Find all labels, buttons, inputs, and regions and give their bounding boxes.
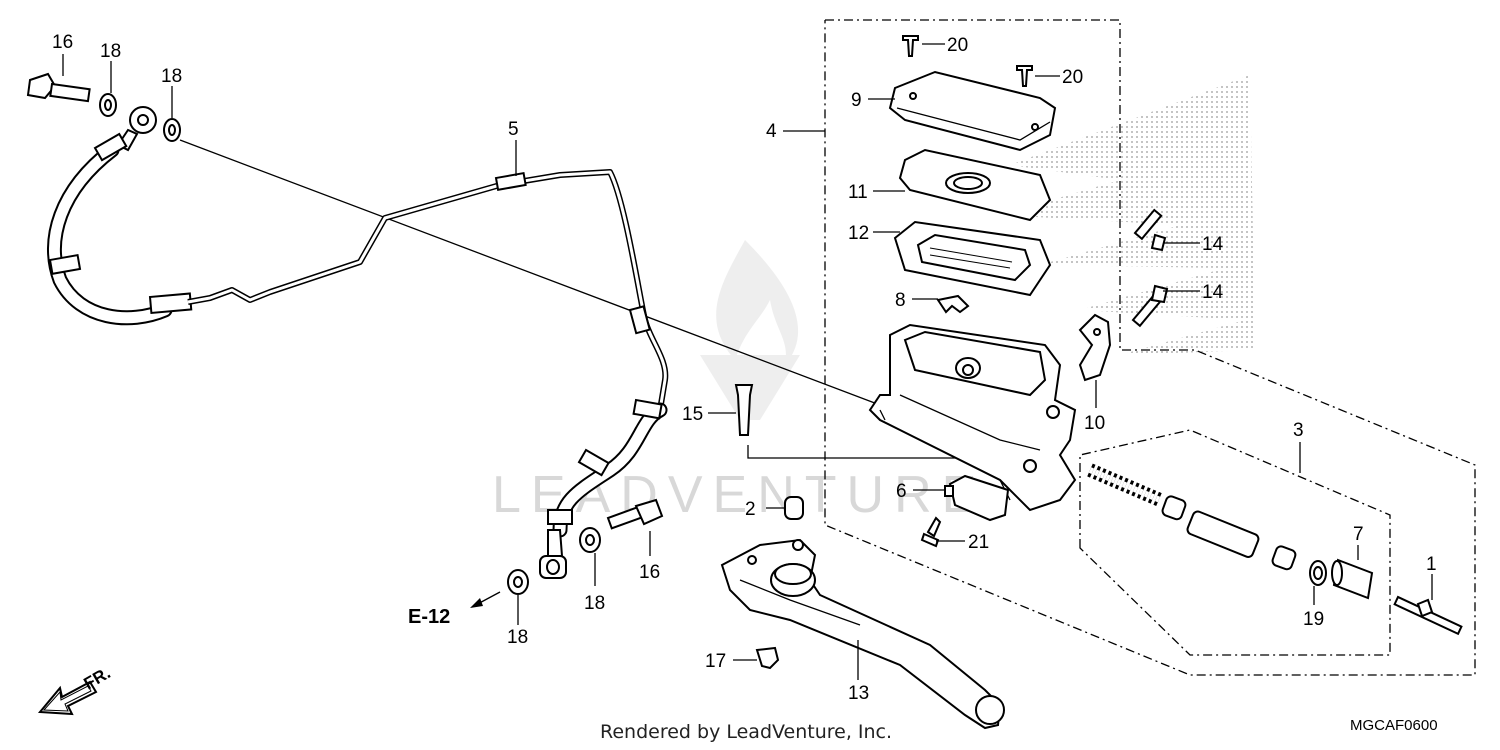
assembly-3-boundary — [1079, 429, 1391, 656]
push-rod-1 — [1393, 595, 1463, 636]
bolts-14 — [1131, 208, 1169, 328]
reservoir-cap-9 — [888, 70, 1057, 152]
lower-washers-bolt — [507, 498, 664, 595]
callout-4: 4 — [766, 121, 777, 142]
screw-21 — [920, 516, 942, 548]
callout-11: 11 — [848, 182, 868, 203]
callout-14: 14 — [1202, 234, 1224, 255]
callout-18: 18 — [161, 66, 182, 87]
master-cylinder-body — [868, 323, 1077, 512]
callout-15: 15 — [682, 404, 703, 425]
callout-1: 1 — [1426, 554, 1437, 575]
pivot-bolt-15 — [734, 384, 754, 436]
clutch-hose — [26, 72, 669, 579]
piston-kit-3 — [1087, 463, 1374, 600]
callout-16: 16 — [52, 32, 73, 53]
callout-5: 5 — [508, 119, 519, 140]
reference-e12: E-12 — [408, 591, 501, 628]
front-arrow-icon: FR. — [37, 663, 114, 716]
cap-screws-20 — [902, 35, 1033, 87]
clutch-lever-13 — [720, 538, 1005, 730]
clip-8 — [936, 294, 970, 314]
callout-17: 17 — [705, 651, 726, 672]
callout-18: 18 — [584, 593, 605, 614]
callout-numbers: 16 18 18 5 4 20 20 9 11 12 8 14 14 10 15… — [52, 32, 1437, 704]
reference-code-text: E-12 — [408, 606, 450, 628]
diaphragm-12 — [893, 220, 1052, 297]
callout-13: 13 — [848, 683, 869, 704]
leader-lines — [62, 43, 1433, 680]
callout-3: 3 — [1293, 420, 1304, 441]
reference-lines — [179, 139, 1045, 459]
callout-20: 20 — [947, 35, 968, 56]
holder-10 — [1078, 313, 1112, 382]
callout-7: 7 — [1353, 524, 1364, 545]
background-wing-emblem — [1000, 75, 1255, 355]
nut-17 — [755, 646, 780, 670]
callout-18: 18 — [100, 41, 121, 62]
callout-16: 16 — [639, 562, 660, 583]
callout-6: 6 — [896, 481, 907, 502]
callout-10: 10 — [1084, 413, 1105, 434]
callout-12: 12 — [848, 223, 869, 244]
callout-14: 14 — [1202, 282, 1224, 303]
switch-6 — [944, 474, 1010, 522]
callout-19: 19 — [1303, 609, 1324, 630]
diagram-id: MGCAF0600 — [1350, 717, 1438, 734]
assembly-4-boundary — [824, 19, 1476, 676]
callout-9: 9 — [851, 90, 862, 111]
boot-2 — [784, 496, 804, 520]
callout-8: 8 — [895, 290, 906, 311]
callout-20: 20 — [1062, 67, 1083, 88]
callout-21: 21 — [968, 532, 989, 553]
footer-credit: Rendered by LeadVenture, Inc. — [600, 721, 892, 743]
plate-11 — [898, 148, 1052, 222]
callout-2: 2 — [745, 499, 756, 520]
callout-18: 18 — [507, 627, 528, 648]
